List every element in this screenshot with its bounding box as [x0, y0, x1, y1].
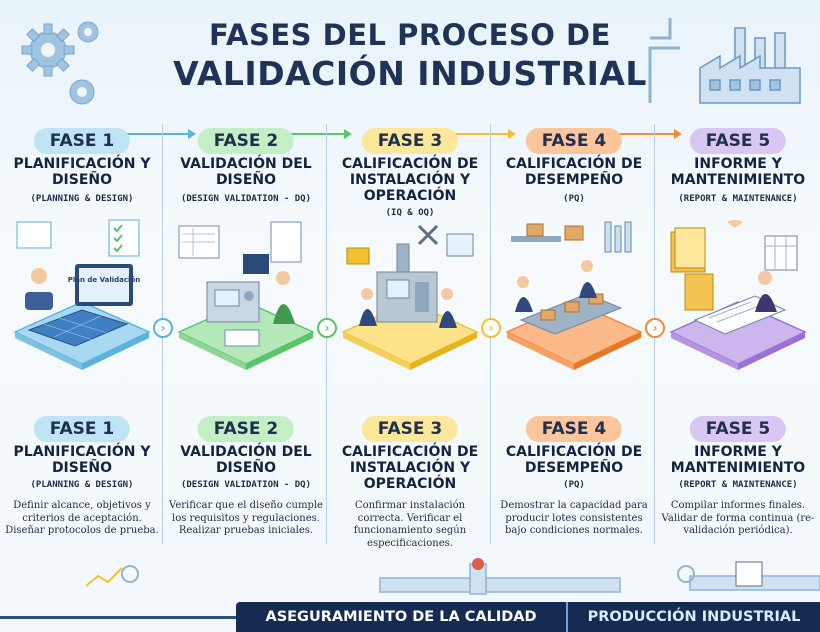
- phase-subtitle: (IQ & OQ): [385, 208, 435, 218]
- phase-subtitle: (PLANNING & DESIGN): [30, 194, 134, 204]
- pipes-icon: [85, 558, 820, 595]
- phase-label: FASE 1: [33, 128, 131, 154]
- phase-3-column: FASE 3 CALIFICACIÓN DE INSTALACIÓN Y OPE…: [331, 122, 489, 562]
- report-illustration: [669, 220, 807, 370]
- phase-title-bottom: CALIFICACIÓN DE DESEMPEÑO: [505, 444, 643, 476]
- design-validation-illustration: [177, 221, 315, 370]
- title-line-2: VALIDACIÓN INDUSTRIAL: [173, 54, 647, 93]
- footer-right-label: PRODUCCIÓN INDUSTRIAL: [566, 602, 820, 632]
- phase-title: VALIDACIÓN DEL DISEÑO: [180, 156, 312, 188]
- chevron-right-icon: ›: [645, 318, 665, 338]
- phase-2-column: FASE 2 VALIDACIÓN DEL DISEÑO (DESIGN VAL…: [167, 122, 325, 562]
- phase-subtitle: (REPORT & MAINTENANCE): [678, 194, 798, 204]
- arrow-right-icon: [448, 129, 516, 139]
- phase-label: FASE 2: [197, 128, 295, 154]
- footer: ASEGURAMIENTO DE LA CALIDAD PRODUCCIÓN I…: [0, 602, 820, 632]
- arrow-right-icon: [118, 129, 196, 139]
- planning-illustration: Plan de Validación: [13, 219, 151, 370]
- phase-label: FASE 5: [689, 128, 787, 154]
- phase-subtitle-bottom: (PQ): [563, 480, 585, 490]
- phase-title-bottom: VALIDACIÓN DEL DISEÑO: [180, 444, 312, 476]
- phase-title: CALIFICACIÓN DE DESEMPEÑO: [505, 156, 643, 188]
- arrow-right-icon: [614, 129, 682, 139]
- phase-description: Verificar que el diseño cumple los requi…: [169, 500, 323, 536]
- chevron-right-icon: ›: [153, 318, 173, 338]
- phase-title: INFORME Y MANTENIMIENTO: [670, 156, 806, 188]
- installation-illustration: [341, 224, 479, 370]
- phase-description: Definir alcance, objetivos y criterios d…: [5, 500, 159, 536]
- phase-label-bottom: FASE 1: [33, 416, 131, 442]
- phase-1-column: FASE 1 PLANIFICACIÓN Y DISEÑO (PLANNING …: [3, 122, 161, 562]
- footer-left-label: ASEGURAMIENTO DE LA CALIDAD: [236, 602, 566, 632]
- phase-title: PLANIFICACIÓN Y DISEÑO: [13, 156, 151, 188]
- chevron-right-icon: ›: [317, 318, 337, 338]
- phase-4-column: FASE 4 CALIFICACIÓN DE DESEMPEÑO (PQ) FA…: [495, 122, 653, 562]
- phase-title-bottom: INFORME Y MANTENIMIENTO: [670, 444, 806, 476]
- phase-5-column: FASE 5 INFORME Y MANTENIMIENTO (REPORT &…: [659, 122, 817, 562]
- plan-label: Plan de Validación: [68, 276, 141, 284]
- phase-label: FASE 3: [361, 128, 459, 154]
- phase-subtitle: (DESIGN VALIDATION - DQ): [180, 194, 312, 204]
- performance-illustration: [505, 221, 643, 370]
- phase-label-bottom: FASE 5: [689, 416, 787, 442]
- phase-subtitle-bottom: (PLANNING & DESIGN): [30, 480, 134, 490]
- phase-description: Compilar informes finales. Validar de fo…: [661, 500, 815, 536]
- phase-title-bottom: PLANIFICACIÓN Y DISEÑO: [13, 444, 151, 476]
- phase-description: Confirmar instalación correcta. Verifica…: [353, 500, 467, 549]
- phase-label-bottom: FASE 3: [361, 416, 459, 442]
- phase-label: FASE 4: [525, 128, 623, 154]
- phase-description: Demostrar la capacidad para producir lot…: [500, 500, 648, 536]
- phase-subtitle-bottom: (REPORT & MAINTENANCE): [678, 480, 798, 490]
- phase-title-bottom: CALIFICACIÓN DE INSTALACIÓN Y OPERACIÓN: [341, 444, 479, 492]
- footer-line: [0, 616, 236, 619]
- phase-subtitle: (PQ): [563, 194, 585, 204]
- factory-icon: [648, 18, 801, 104]
- gears-icon: [21, 21, 99, 105]
- phase-label-bottom: FASE 2: [197, 416, 295, 442]
- chevron-right-icon: ›: [481, 318, 501, 338]
- arrow-right-icon: [284, 129, 352, 139]
- phase-title: CALIFICACIÓN DE INSTALACIÓN Y OPERACIÓN: [341, 156, 479, 204]
- phase-subtitle-bottom: (DESIGN VALIDATION - DQ): [180, 480, 312, 490]
- phase-label-bottom: FASE 4: [525, 416, 623, 442]
- title-line-1: FASES DEL PROCESO DE: [209, 18, 611, 52]
